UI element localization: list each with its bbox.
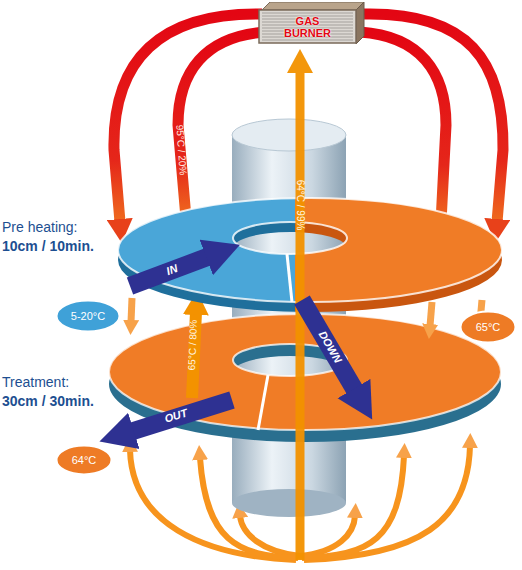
spiral-gap	[258, 375, 268, 430]
stage-dimension: 30cm / 30min.	[2, 393, 94, 409]
temperature-value: 65°C	[476, 321, 501, 333]
temperature-ellipse: 64°C	[55, 444, 113, 476]
burner-side	[356, 2, 364, 44]
burner-top	[262, 2, 364, 10]
ellipse-text-area: 65°C	[459, 310, 517, 344]
cylinder-bottom	[232, 489, 346, 517]
temperature-ellipse: 65°C	[459, 310, 517, 344]
product-arrow	[302, 300, 356, 392]
ellipse-text-area: 64°C	[55, 444, 113, 476]
ellipse-fill	[461, 312, 516, 343]
spiral-gap	[287, 254, 292, 302]
preheat-disc	[295, 198, 502, 302]
product-arrow	[130, 400, 232, 432]
falling-flow	[131, 298, 132, 322]
hot-gas-band	[360, 32, 446, 222]
hot-gas-band	[364, 14, 503, 222]
stage-dimension: 10cm / 10min.	[2, 238, 94, 254]
burner-front	[259, 10, 356, 43]
ellipse-fill	[57, 301, 120, 332]
burner-grille	[262, 40, 353, 41]
preheat-disc	[118, 198, 295, 302]
falling-flow	[430, 302, 432, 326]
treatment-disc	[109, 314, 501, 430]
ellipse-fill	[57, 446, 112, 475]
stage-label: Pre heating:	[2, 219, 78, 235]
temperature-label: 64°C / 99%	[294, 180, 306, 231]
temperature-label: 95°C / 20%	[173, 124, 189, 175]
burner-box: GAS BURNER	[258, 2, 366, 44]
burner-label: GAS BURNER	[277, 15, 339, 39]
ellipse-text-area: 5-20°C	[55, 299, 121, 333]
product-arrow	[130, 256, 210, 286]
temperature-label: 65°C / 80%	[186, 319, 200, 370]
temperature-ellipse: 5-20°C	[55, 299, 121, 333]
temperature-value: 5-20°C	[71, 310, 105, 322]
disc-rim	[118, 198, 502, 302]
temperature-value: 64°C	[72, 454, 97, 466]
burner-text-area: GAS BURNER	[259, 10, 356, 43]
stage-label: Treatment:	[2, 374, 69, 390]
burner-grille	[262, 13, 353, 14]
cylinder-top	[232, 119, 346, 151]
